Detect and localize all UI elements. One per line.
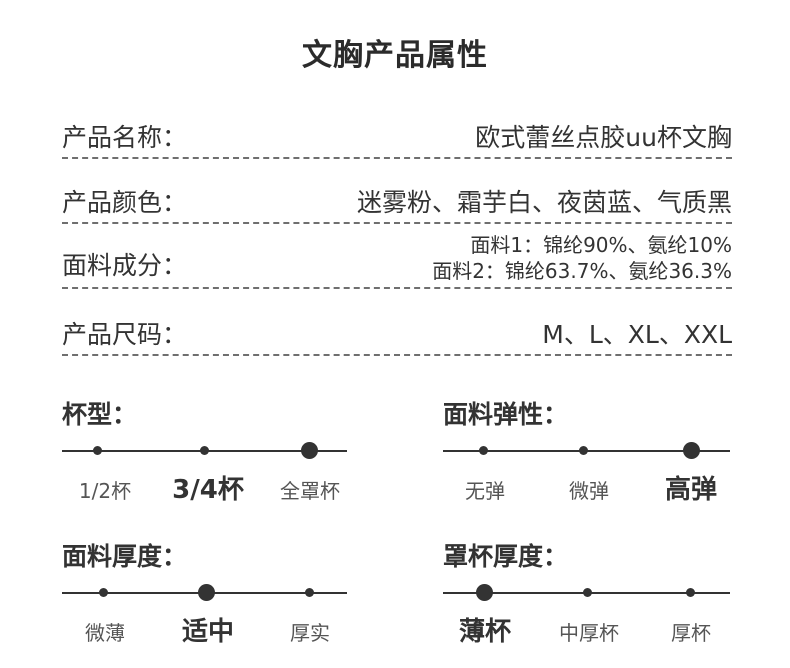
- scale-option-selected: 适中: [181, 617, 234, 647]
- attribute-row-name: 产品名称： 欧式蕾丝点胶uu杯文胸: [62, 115, 732, 159]
- scale-option-selected: 薄杯: [458, 617, 511, 647]
- scale-dot-selected: [301, 442, 318, 459]
- scale-option: 微弹: [569, 479, 609, 503]
- attribute-value: 欧式蕾丝点胶uu杯文胸: [475, 123, 732, 152]
- scale-dot-selected: [198, 584, 215, 601]
- scale-dot: [305, 588, 314, 597]
- scale-dot: [93, 446, 102, 455]
- scale-title: 罩杯厚度：: [443, 542, 569, 571]
- scale-dot-selected: [683, 442, 700, 459]
- scale-dot: [579, 446, 588, 455]
- attribute-value: 面料1：锦纶90%、氨纶10% 面料2：锦纶63.7%、氨纶36.3%: [432, 232, 732, 284]
- attribute-label: 产品尺码：: [62, 320, 188, 349]
- scale-dot: [479, 446, 488, 455]
- page-title: 文胸产品属性: [302, 38, 488, 73]
- attribute-label: 面料成分：: [62, 251, 188, 280]
- scale-dot: [686, 588, 695, 597]
- scale-option: 厚实: [290, 621, 330, 645]
- scale-option: 全罩杯: [280, 479, 340, 503]
- scale-option: 微薄: [85, 621, 125, 645]
- scale-title: 杯型：: [62, 400, 138, 429]
- scale-dot: [200, 446, 209, 455]
- scale-dot: [583, 588, 592, 597]
- attribute-label: 产品名称：: [62, 123, 188, 152]
- scale-dot: [99, 588, 108, 597]
- fabric-thickness-scale: 面料厚度： 微薄 适中 厚实: [62, 537, 352, 647]
- scale-option-selected: 高弹: [664, 475, 717, 505]
- attribute-row-size: 产品尺码： M、L、XL、XXL: [62, 312, 732, 356]
- attribute-value: M、L、XL、XXL: [542, 320, 732, 349]
- attribute-row-color: 产品颜色： 迷雾粉、霜芋白、夜茵蓝、气质黑: [62, 180, 732, 224]
- scale-title: 面料厚度：: [62, 542, 188, 571]
- scale-dot-selected: [476, 584, 493, 601]
- scale-option: 中厚杯: [559, 621, 619, 645]
- scale-option: 无弹: [465, 479, 505, 503]
- scale-option-selected: 3/4杯: [172, 475, 244, 505]
- fabric-composition-line-1: 面料1：锦纶90%、氨纶10%: [470, 233, 732, 257]
- attribute-label: 产品颜色：: [62, 188, 188, 217]
- attribute-value: 迷雾粉、霜芋白、夜茵蓝、气质黑: [356, 188, 732, 217]
- cup-type-scale: 杯型： 1/2杯 3/4杯 全罩杯: [62, 395, 352, 505]
- scale-option: 1/2杯: [78, 479, 132, 503]
- fabric-composition-line-2: 面料2：锦纶63.7%、氨纶36.3%: [432, 259, 732, 283]
- elasticity-scale: 面料弹性： 无弹 微弹 高弹: [443, 395, 733, 505]
- scale-title: 面料弹性：: [443, 400, 569, 429]
- cup-thickness-scale: 罩杯厚度： 薄杯 中厚杯 厚杯: [443, 537, 733, 647]
- attribute-row-fabric: 面料成分： 面料1：锦纶90%、氨纶10% 面料2：锦纶63.7%、氨纶36.3…: [62, 232, 732, 289]
- scale-option: 厚杯: [671, 621, 711, 645]
